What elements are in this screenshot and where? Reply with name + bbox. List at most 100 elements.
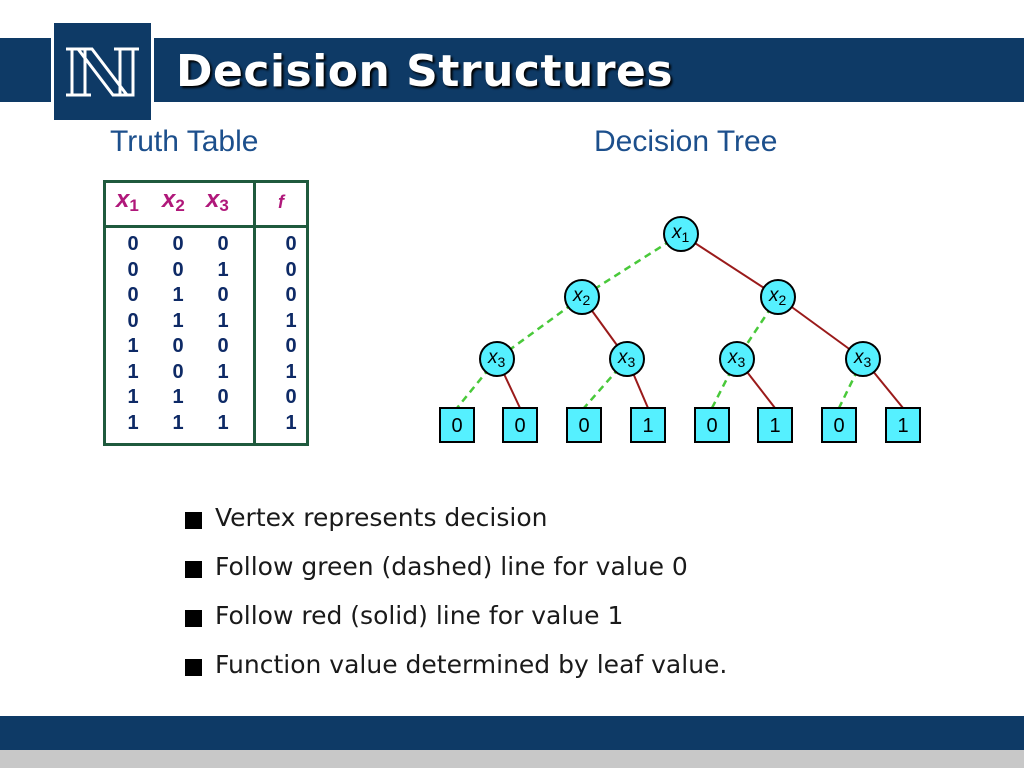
truth-table-title: Truth Table [110,125,259,158]
node-circle [564,279,600,315]
output-cell: 1 [285,309,297,332]
input-cell: 1 [217,309,229,332]
bullet-item: Follow green (dashed) line for value 0 [185,552,727,601]
input-cell: 0 [217,335,229,357]
input-cell: 1 [172,284,184,306]
edge-zero [581,232,682,299]
leaf-node: 0 [439,407,475,443]
leaf-box [566,407,602,443]
node-label: x2 [572,285,591,308]
bullet-item: Function value determined by leaf value. [185,650,727,699]
leaf-value: 1 [642,415,653,437]
table-row: 1 0 1 1 [106,361,306,387]
leaf-box [439,407,475,443]
leaf-node: 1 [630,407,666,443]
leaf-value: 0 [706,415,717,437]
leaf-node: 1 [757,407,793,443]
node-circle [760,279,796,315]
input-cell: 1 [172,411,184,434]
input-cell: 1 [217,258,229,281]
input-cell: 1 [172,309,184,332]
edge-zero [583,358,628,409]
edge-zero [710,358,739,409]
input-cell: 0 [127,309,139,332]
node-label: x3 [853,347,872,370]
edge-zero [456,358,498,409]
edge-one [680,233,779,298]
edge-zero [837,358,865,409]
header-x1: x1 [116,186,139,215]
decision-tree-title: Decision Tree [594,125,778,158]
output-cell: 1 [285,360,297,383]
leaf-node: 0 [821,407,857,443]
input-cell: 1 [172,386,184,408]
leaf-value: 0 [833,415,844,437]
input-cell: 0 [172,233,184,255]
input-cell: 1 [127,335,139,357]
leaf-box [757,407,793,443]
input-cell: 0 [172,360,184,383]
leaf-box [502,407,538,443]
leaf-box [885,407,921,443]
input-cell: 0 [172,335,184,357]
node-label: x3 [727,347,746,370]
input-cell: 0 [172,258,184,281]
output-cell: 0 [285,386,297,408]
node-label: x1 [671,222,690,245]
bullet-item: Vertex represents decision [185,503,727,552]
input-cell: 0 [217,386,229,408]
input-cell: 0 [127,284,139,306]
output-cell: 0 [285,335,297,357]
leaf-box [694,407,730,443]
node-label: x3 [617,347,636,370]
table-row: 0 0 0 0 [106,233,306,259]
table-row: 0 1 1 1 [106,310,306,336]
footer-band [0,716,1024,750]
university-logo [51,20,154,123]
header-band [0,38,1024,102]
leaf-node: 1 [885,407,921,443]
node-circle [609,341,645,377]
square-bullet-icon [185,659,202,676]
output-cell: 0 [285,284,297,306]
leaf-node: 0 [566,407,602,443]
leaf-value: 1 [769,415,780,437]
square-bullet-icon [185,512,202,529]
leaf-node: 0 [694,407,730,443]
input-cell: 0 [217,233,229,255]
bullet-item: Follow red (solid) line for value 1 [185,601,727,650]
footer-strip [0,750,1024,768]
input-cell: 1 [127,360,139,383]
header-x2: x2 [162,186,185,215]
table-row: 1 0 0 0 [106,335,306,361]
leaf-box [630,407,666,443]
square-bullet-icon [185,561,202,578]
node-label: x3 [487,347,506,370]
input-cell: 1 [127,411,139,434]
square-bullet-icon [185,610,202,627]
output-cell: 0 [285,233,297,255]
tree-node: x3 [719,341,755,377]
node-label: x2 [768,285,787,308]
tree-node: x2 [760,279,796,315]
input-cell: 0 [127,233,139,255]
table-output-divider [253,183,256,443]
header-f: f [278,192,284,212]
input-cell: 1 [217,360,229,383]
header-x3: x3 [206,186,229,215]
input-cell: 1 [127,386,139,408]
table-header-divider [106,225,306,228]
leaf-value: 1 [897,415,908,437]
leaf-box [821,407,857,443]
input-cell: 0 [217,284,229,306]
bullet-text: Follow green (dashed) line for value 0 [215,552,688,581]
node-circle [479,341,515,377]
output-cell: 1 [285,411,297,434]
tree-node: x2 [564,279,600,315]
input-cell: 1 [217,411,229,434]
leaf-node: 0 [502,407,538,443]
